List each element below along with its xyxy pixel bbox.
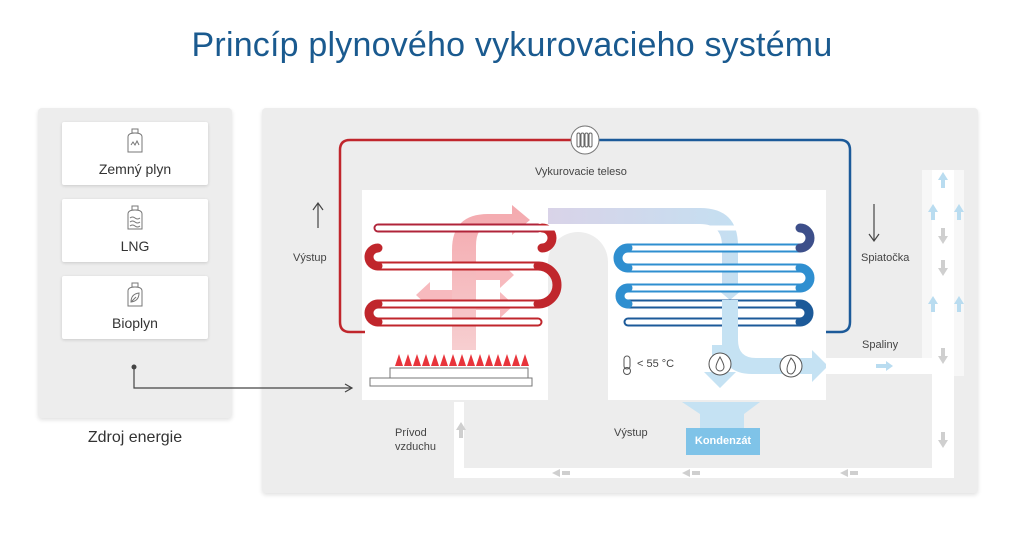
boiler-body xyxy=(362,190,826,400)
flame xyxy=(431,354,439,366)
thermometer-icon xyxy=(623,355,631,375)
flame-icon xyxy=(779,354,803,378)
burner xyxy=(369,367,533,387)
lng-bottle-icon xyxy=(127,205,143,230)
flame xyxy=(494,354,502,366)
flame xyxy=(476,354,484,366)
condensate-drop-icon xyxy=(704,345,736,388)
energy-source-caption: Zdroj energie xyxy=(87,429,183,446)
air-intake-label: Prívod vzduchu xyxy=(395,427,436,453)
energy-label-natural-gas: Zemný plyn xyxy=(98,161,172,177)
energy-label-biogas: Bioplyn xyxy=(112,315,158,331)
energy-card-biogas: Bioplyn xyxy=(62,276,208,339)
flame xyxy=(413,354,421,366)
flow-label: Výstup xyxy=(293,252,327,264)
temperature-label: < 55 °C xyxy=(637,358,675,370)
flame xyxy=(440,354,448,366)
flow-pipe-hot xyxy=(338,138,585,334)
page-title: Princíp plynového vykurovacieho systému xyxy=(191,26,833,64)
energy-card-natural-gas: Zemný plyn xyxy=(62,122,208,185)
condensate-label: Kondenzát xyxy=(694,435,752,447)
flow-direction-arrows xyxy=(312,201,880,243)
energy-source-panel: Zemný plyn LNG Bioplyn xyxy=(38,108,232,418)
outlet-label: Výstup xyxy=(614,427,648,439)
cold-heat-exchanger-coil xyxy=(613,223,815,327)
energy-label-lng: LNG xyxy=(120,238,150,254)
pipe-arrows xyxy=(876,172,964,371)
energy-card-lng: LNG xyxy=(62,199,208,262)
gas-bottle-icon xyxy=(127,128,143,153)
return-label: Spiatočka xyxy=(861,252,910,264)
flame xyxy=(467,354,475,366)
flue-label: Spaliny xyxy=(862,339,899,351)
flame xyxy=(395,354,403,366)
flame xyxy=(404,354,412,366)
air-exhaust-pipe xyxy=(454,170,964,478)
radiator-icon xyxy=(570,125,600,155)
gas-supply-line xyxy=(131,364,354,393)
return-pipe-cold xyxy=(597,138,852,334)
flame xyxy=(512,354,520,366)
flame xyxy=(503,354,511,366)
biogas-bottle-icon xyxy=(127,282,143,307)
flame xyxy=(449,354,457,366)
pipe-arrows-grey xyxy=(456,228,948,477)
burner-flames xyxy=(395,354,529,366)
flame xyxy=(458,354,466,366)
flame xyxy=(521,354,529,366)
flame xyxy=(485,354,493,366)
flame xyxy=(422,354,430,366)
condensate-trap xyxy=(682,402,760,455)
radiator-label: Vykurovacie teleso xyxy=(535,166,627,178)
